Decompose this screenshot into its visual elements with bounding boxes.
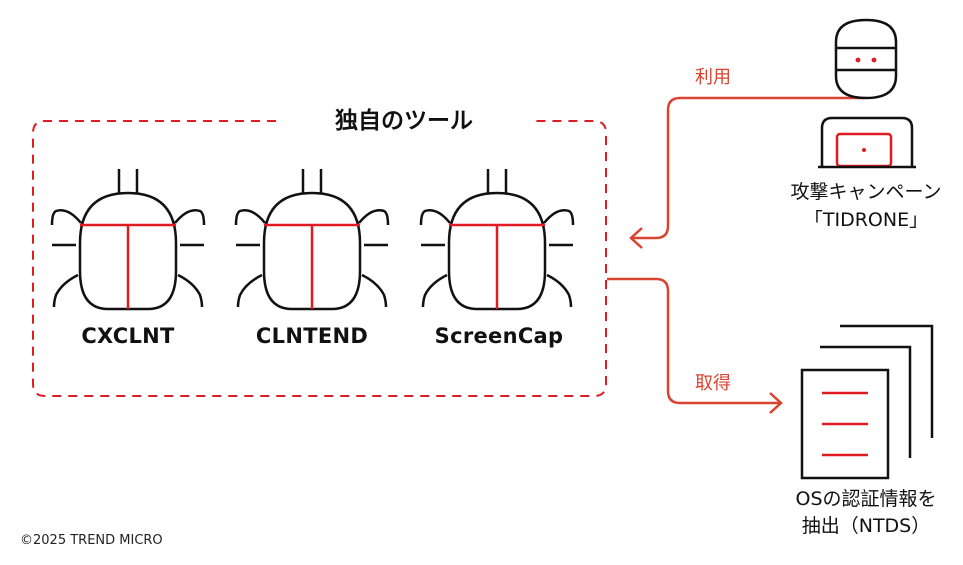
output-label-line1: OSの認証情報を — [795, 488, 936, 510]
edge-obtain: 取得 — [607, 277, 783, 414]
arrow-right-icon — [769, 392, 783, 414]
edge-use: 利用 — [629, 67, 864, 249]
actor-label-line2: 「TIDRONE」 — [804, 209, 928, 231]
tool-label: CLNTEND — [256, 324, 368, 348]
bug-icon — [234, 167, 390, 311]
dashed-border — [32, 120, 607, 397]
tool-label: ScreenCap — [435, 324, 564, 348]
copyright: ©2025 TREND MICRO — [20, 533, 163, 548]
edge-label-use: 利用 — [695, 67, 731, 88]
tool-screencap: ScreenCap — [419, 167, 575, 348]
bug-icon — [50, 167, 206, 311]
bug-icon — [419, 167, 575, 311]
tool-label: CXCLNT — [81, 324, 175, 348]
tool-group: 独自のツール — [32, 107, 607, 397]
actor-label-line1: 攻撃キャンペーン — [790, 181, 941, 203]
arrow-left-icon — [629, 227, 643, 249]
output-label-line2: 抽出（NTDS） — [802, 515, 931, 537]
hacker-icon — [818, 18, 916, 169]
tool-cxclnt: CXCLNT — [50, 167, 206, 348]
tool-clntend: CLNTEND — [234, 167, 390, 348]
edge-label-obtain: 取得 — [695, 373, 731, 394]
group-title: 独自のツール — [335, 107, 473, 134]
document-stack-icon — [800, 324, 934, 480]
